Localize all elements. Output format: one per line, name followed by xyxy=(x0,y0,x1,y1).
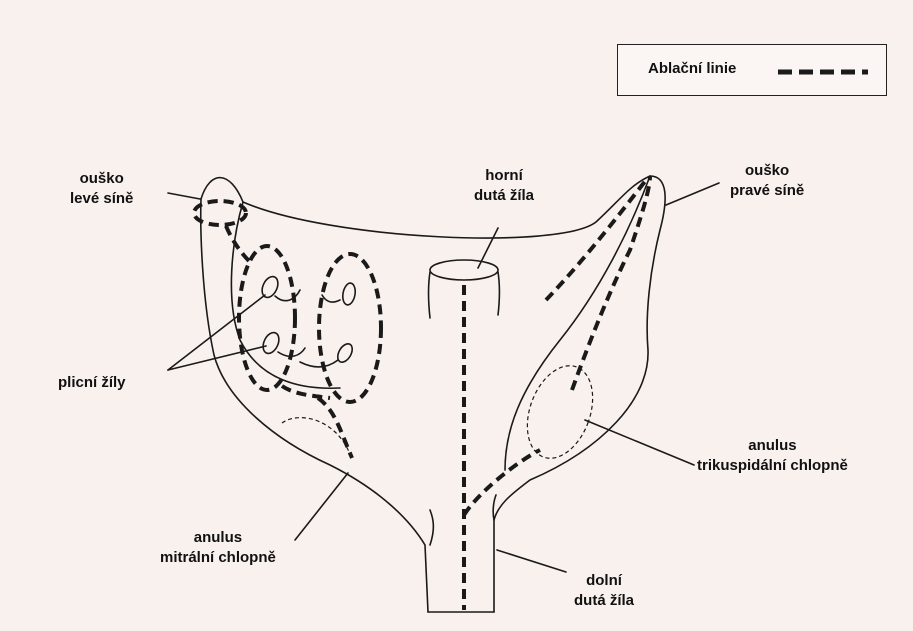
label-inferior-vena-cava: dolní dutá žíla xyxy=(574,571,634,611)
label-tricuspid-annulus: anulus trikuspidální chlopně xyxy=(697,436,848,476)
label-mitral-annulus: anulus mitrální chlopně xyxy=(160,528,276,568)
ablation-ra-crista xyxy=(546,180,646,300)
label-pulmonary-veins: plicní žíly xyxy=(58,373,126,393)
label-superior-vena-cava: horní dutá žíla xyxy=(474,166,534,206)
ablation-left-pv-encircle xyxy=(239,246,295,390)
tricuspid-annulus xyxy=(515,357,604,468)
ablation-mitral-line xyxy=(318,398,352,458)
mitral-annulus xyxy=(282,418,352,460)
label-right-atrial-appendage: ouško pravé síně xyxy=(730,161,804,201)
svc-opening xyxy=(430,260,498,280)
label-left-atrial-appendage: ouško levé síně xyxy=(70,169,133,209)
ablation-right-pv-encircle xyxy=(319,254,381,402)
